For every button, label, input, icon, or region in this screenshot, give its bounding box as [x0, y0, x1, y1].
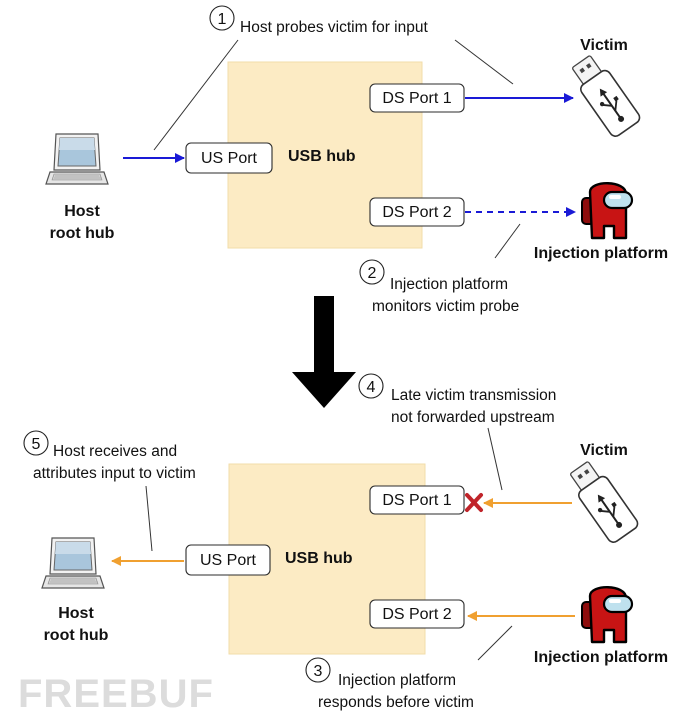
crewmate-icon	[580, 182, 634, 240]
step-4-leader	[487, 427, 503, 491]
bottom-victim-label: Victim	[580, 442, 628, 459]
x-mark-icon	[465, 493, 483, 512]
step-1-leader-right	[454, 39, 514, 85]
bottom-us-port: US Port	[185, 544, 271, 576]
bottom-ds-port-1-label: DS Port 1	[382, 492, 451, 509]
watermark: FREEBUF	[18, 672, 214, 716]
step-2-line2: monitors victim probe	[372, 298, 519, 315]
step-3-circle: 3	[305, 657, 331, 683]
step-4-circle: 4	[358, 373, 384, 399]
step-3-line1: Injection platform	[338, 672, 456, 689]
top-us-port: US Port	[185, 142, 273, 174]
step-3-leader	[477, 625, 513, 661]
top-ds-port-1-label: DS Port 1	[382, 90, 451, 107]
step-4-line2: not forwarded upstream	[391, 409, 555, 426]
top-ds-port-2: DS Port 2	[369, 197, 465, 227]
step-2-line1: Injection platform	[390, 276, 508, 293]
bottom-ds-port-2: DS Port 2	[369, 599, 465, 629]
bottom-ds-port-2-label: DS Port 2	[382, 606, 451, 623]
top-ds-port-1: DS Port 1	[369, 83, 465, 113]
bottom-host-label-line1: Host	[58, 605, 94, 622]
svg-text:2: 2	[368, 265, 377, 282]
bottom-us-port-label: US Port	[200, 552, 257, 569]
svg-text:1: 1	[218, 11, 227, 28]
top-host-label-line2: root hub	[50, 225, 115, 242]
step-5-line2: attributes input to victim	[33, 465, 196, 482]
step-1-leader-left	[153, 39, 239, 151]
step-5-line1: Host receives and	[53, 443, 177, 460]
step-3-line2: responds before victim	[318, 694, 474, 711]
down-arrow-icon	[292, 296, 356, 408]
step-2-circle: 2	[359, 259, 385, 285]
laptop-icon	[41, 537, 105, 589]
step-5-circle: 5	[23, 430, 49, 456]
bottom-hub-label: USB hub	[285, 550, 353, 567]
step-4-line1: Late victim transmission	[391, 387, 556, 404]
step-2-leader	[494, 223, 521, 259]
laptop-icon	[45, 133, 109, 185]
crewmate-icon	[580, 586, 634, 644]
svg-text:5: 5	[32, 436, 41, 453]
top-victim-label: Victim	[580, 37, 628, 54]
bottom-ds-port-1: DS Port 1	[369, 485, 465, 515]
step-1-circle: 1	[209, 5, 235, 31]
step-5-leader	[145, 485, 153, 552]
step-1-text: Host probes victim for input	[240, 19, 428, 36]
top-injection-label: Injection platform	[534, 245, 668, 262]
bottom-injection-label: Injection platform	[534, 649, 668, 666]
svg-text:3: 3	[314, 663, 323, 680]
top-us-port-label: US Port	[201, 150, 258, 167]
top-ds-port-2-label: DS Port 2	[382, 204, 451, 221]
top-host-label-line1: Host	[64, 203, 100, 220]
usb-stick-icon	[565, 50, 643, 140]
bottom-host-label-line2: root hub	[44, 627, 109, 644]
top-hub-label: USB hub	[288, 148, 356, 165]
svg-text:4: 4	[367, 379, 376, 396]
usb-stick-icon	[563, 456, 641, 546]
